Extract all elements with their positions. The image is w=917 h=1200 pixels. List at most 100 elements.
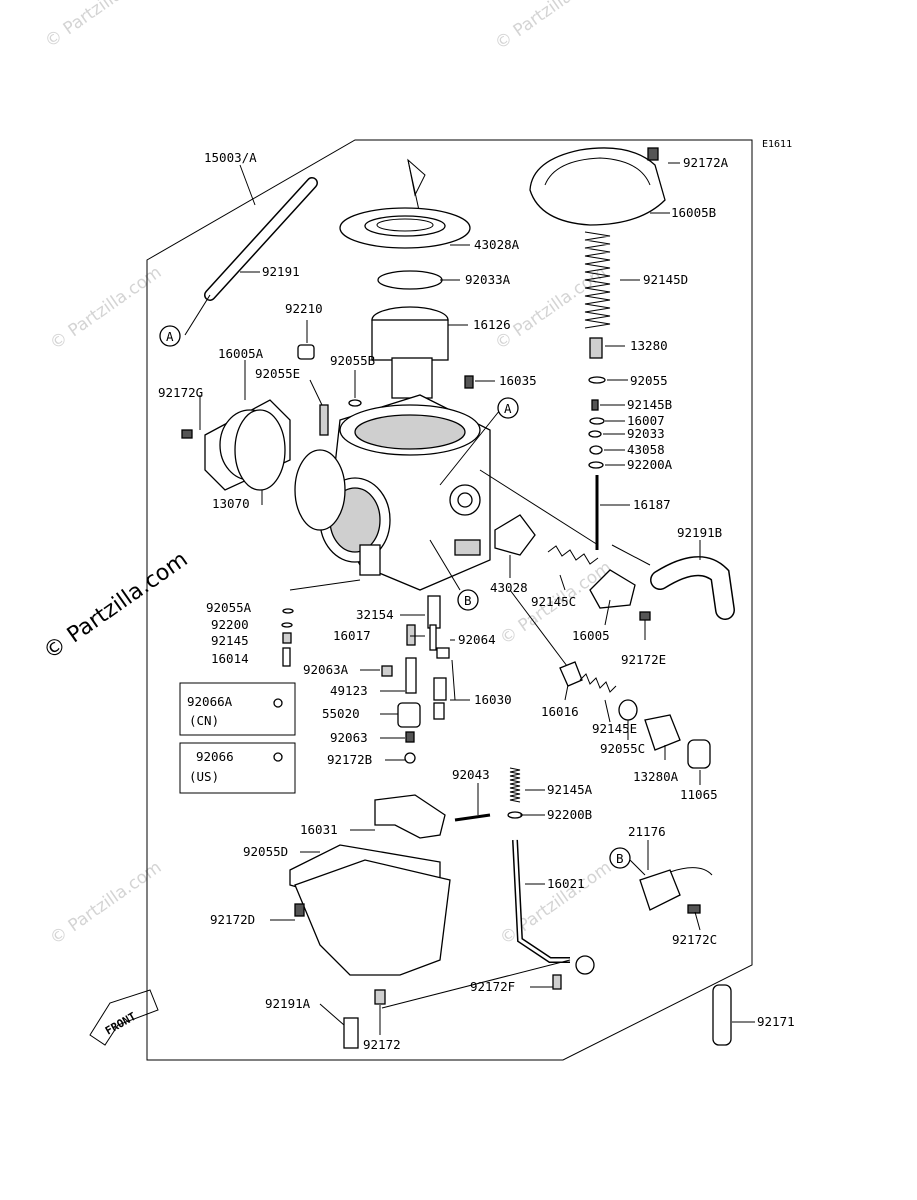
oring-92055b (348, 399, 362, 407)
part-label[interactable]: 92055 (630, 373, 668, 388)
part-label[interactable]: 16035 (499, 373, 537, 388)
part-label[interactable]: 92172A (683, 155, 729, 170)
diaphragm-43028a (339, 207, 471, 249)
part-label[interactable]: 92145 (211, 633, 249, 648)
part-label[interactable]: 16007 (627, 413, 665, 428)
diagram-code: E1611 (762, 139, 792, 150)
screw-92063a (381, 665, 393, 677)
jet-49123 (405, 657, 417, 694)
screw-92172c (687, 904, 701, 914)
jet-16030b (433, 702, 445, 720)
part-label[interactable]: 13280A (633, 769, 679, 784)
part-label[interactable]: 92200 (211, 617, 249, 632)
tube-32154 (427, 595, 441, 629)
pin-92043 (454, 813, 491, 822)
part-label[interactable]: 16187 (633, 497, 671, 512)
screw-92172 (374, 989, 386, 1005)
variant-box-cn (179, 682, 296, 736)
part-label[interactable]: 92172 (363, 1037, 401, 1052)
spring-92145d (584, 231, 611, 329)
part-label[interactable]: 92191B (677, 525, 722, 540)
part-label[interactable]: 21176 (628, 824, 666, 839)
variant-label-cn: (CN) (189, 713, 219, 728)
part-label[interactable]: 92033 (627, 426, 665, 441)
screw-92172d (294, 903, 305, 917)
needle-92064-top (429, 624, 437, 651)
cap-92210 (297, 344, 315, 360)
part-label[interactable]: 16005 (572, 628, 610, 643)
plunger-16016 (559, 661, 583, 687)
part-labels: 15003/A 92172A 16005B 43028A 92191 92033… (158, 150, 795, 1052)
part-label[interactable]: 92043 (452, 767, 490, 782)
part-label[interactable]: 16005A (218, 346, 264, 361)
part-label[interactable]: 92066A (187, 694, 233, 709)
part-label[interactable]: 16016 (541, 704, 579, 719)
part-label[interactable]: 55020 (322, 706, 360, 721)
part-label[interactable]: 92064 (458, 632, 496, 647)
part-label[interactable]: 92055C (600, 741, 645, 756)
screw-92172e (639, 611, 651, 621)
part-label[interactable]: 13280 (630, 338, 668, 353)
part-label[interactable]: 92055A (206, 600, 252, 615)
part-label[interactable]: 92191A (265, 996, 311, 1011)
part-label[interactable]: 92191 (262, 264, 300, 279)
part-label[interactable]: 92033A (465, 272, 511, 287)
wire (669, 867, 713, 876)
jet-92063 (405, 731, 415, 743)
part-label[interactable]: 92145E (592, 721, 637, 736)
part-label[interactable]: 43028A (474, 237, 520, 252)
part-label[interactable]: 92055B (330, 353, 375, 368)
leader (407, 159, 421, 216)
carburetor-body (294, 394, 491, 591)
part-label[interactable]: 92210 (285, 301, 323, 316)
part-label[interactable]: 43058 (627, 442, 665, 457)
ref-marker-a-body: A (439, 397, 519, 486)
part-label[interactable]: 16017 (333, 628, 371, 643)
part-label[interactable]: 92063 (330, 730, 368, 745)
part-label[interactable]: 16021 (547, 876, 585, 891)
spring-92145a (509, 767, 521, 803)
screw-92172g (181, 429, 193, 439)
leader (611, 544, 651, 566)
part-label[interactable]: 92200B (547, 807, 592, 822)
part-label[interactable]: 92145D (643, 272, 688, 287)
part-label[interactable]: 92063A (303, 662, 349, 677)
part-label[interactable]: 92055E (255, 366, 300, 381)
ring-92033a (377, 270, 443, 290)
part-label[interactable]: 15003/A (204, 150, 257, 165)
part-label[interactable]: 43028 (490, 580, 528, 595)
part-label[interactable]: 16031 (300, 822, 338, 837)
part-label[interactable]: 92171 (757, 1014, 795, 1029)
front-arrow: FRONT (89, 989, 159, 1046)
part-label[interactable]: 32154 (356, 607, 394, 622)
ref-marker-b-body: B (429, 539, 479, 611)
part-label[interactable]: 92055D (243, 844, 288, 859)
washer-92200b (507, 811, 523, 819)
part-label[interactable]: 13070 (212, 496, 250, 511)
part-label[interactable]: 92172D (210, 912, 255, 927)
part-label[interactable]: 16126 (473, 317, 511, 332)
part-label[interactable]: 49123 (330, 683, 368, 698)
part-label[interactable]: 92172B (327, 752, 372, 767)
part-label[interactable]: 16005B (671, 205, 716, 220)
part-label[interactable]: 92172C (672, 932, 717, 947)
part-label[interactable]: 92066 (196, 749, 234, 764)
part-label[interactable]: 92145C (531, 594, 576, 609)
seat-92064 (436, 647, 450, 659)
screw-92172f (552, 974, 562, 990)
screw-16014 (282, 647, 291, 667)
part-label[interactable]: 16014 (211, 651, 249, 666)
piston-16126 (371, 306, 449, 399)
part-label[interactable]: 92200A (627, 457, 673, 472)
part-label[interactable]: 92145A (547, 782, 593, 797)
part-label[interactable]: 92172E (621, 652, 666, 667)
part-label[interactable]: 92145B (627, 397, 672, 412)
part-label[interactable]: 16030 (474, 692, 512, 707)
part-label[interactable]: 92172G (158, 385, 203, 400)
ref-marker-a-label: A (166, 329, 174, 344)
part-label[interactable]: 11065 (680, 787, 718, 802)
tube-92191 (204, 177, 318, 301)
part-label[interactable]: 92172F (470, 979, 515, 994)
